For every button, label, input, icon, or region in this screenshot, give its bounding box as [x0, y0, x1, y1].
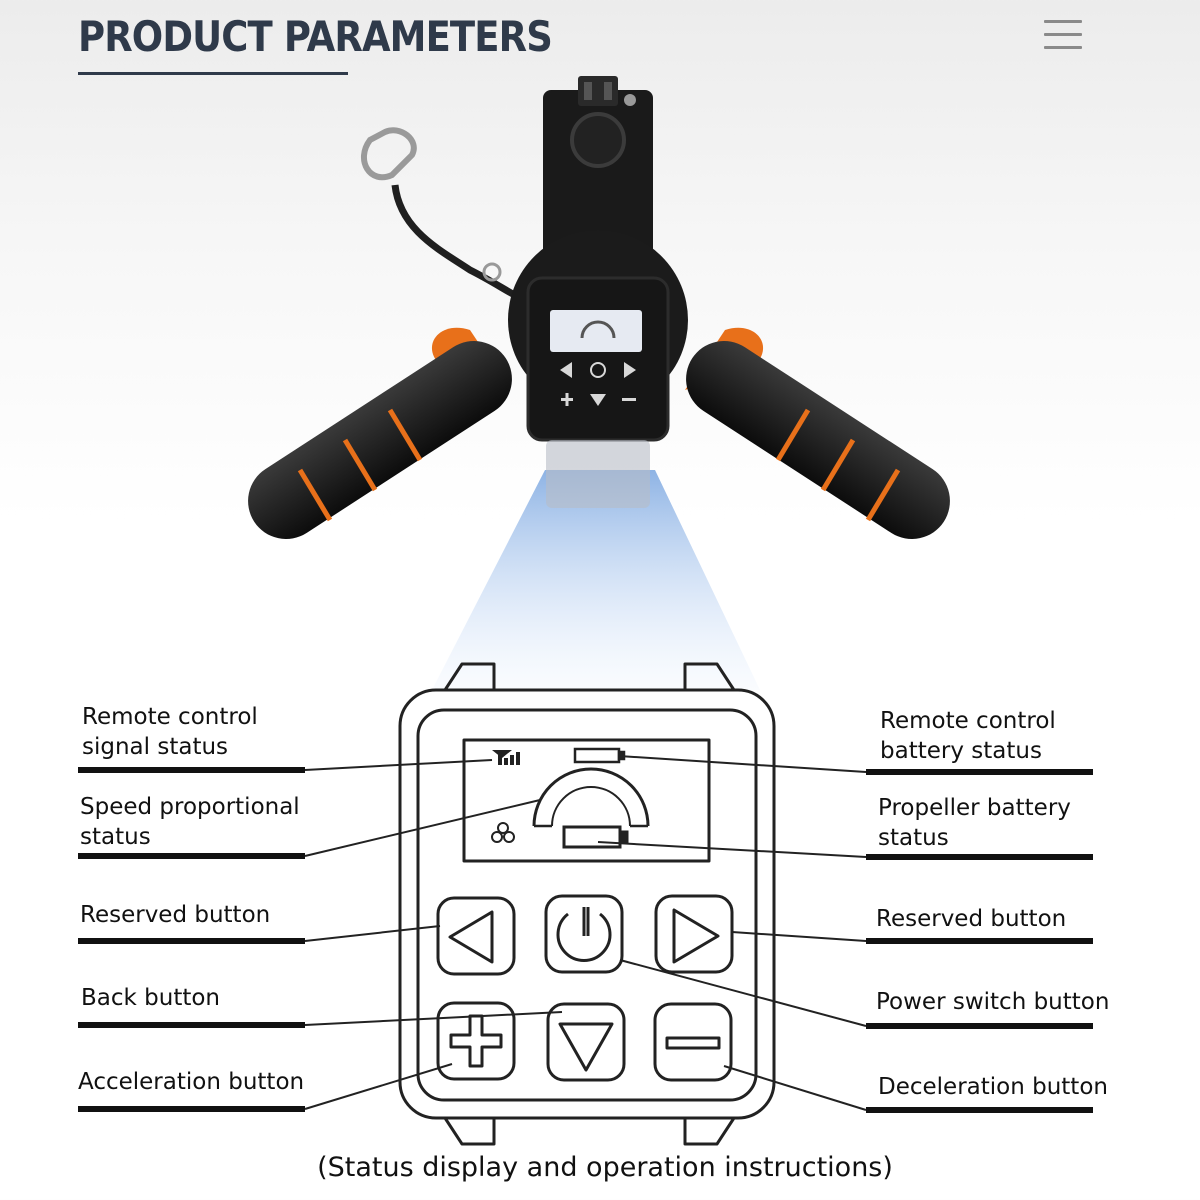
speed-arc	[532, 767, 650, 827]
carabiner	[361, 127, 417, 181]
deceleration-button[interactable]	[653, 1002, 733, 1082]
label-line: Propeller battery	[878, 795, 1071, 821]
label-speed-status: Speed proportional status	[80, 792, 300, 852]
leader-power	[619, 959, 867, 1027]
arrow-right-icon	[672, 908, 720, 964]
label-signal-status: Remote control signal status	[82, 702, 258, 762]
back-button[interactable]	[546, 1002, 626, 1082]
leader-propeller-battery	[597, 841, 867, 858]
label-back-button: Back button	[81, 985, 221, 1011]
leader-reserved-right	[731, 931, 867, 942]
plus-icon	[449, 1014, 503, 1068]
arrow-down-icon	[558, 1022, 614, 1072]
menu-icon-bar	[1044, 33, 1082, 36]
leader-signal	[304, 759, 493, 771]
mount-bracket	[543, 90, 653, 260]
product-photo	[248, 76, 950, 690]
label-line: battery status	[880, 738, 1042, 764]
leader-reserved-left	[304, 925, 441, 942]
signal-bars-icon	[492, 750, 520, 765]
power-switch-button[interactable]	[544, 894, 624, 974]
power-icon	[556, 912, 612, 962]
remote-inner-case	[416, 708, 758, 1102]
battery-icon	[562, 825, 629, 849]
arrow-left-icon	[448, 910, 494, 964]
page-title: PRODUCT PARAMETERS	[78, 12, 553, 61]
menu-button[interactable]	[1040, 18, 1084, 54]
menu-icon	[1044, 20, 1082, 23]
label-reserved-left: Reserved button	[80, 902, 271, 928]
reserved-right-button[interactable]	[654, 894, 734, 974]
label-line: status	[878, 825, 949, 851]
label-remote-battery: Remote control battery status	[880, 706, 1056, 766]
leader-acceleration	[304, 1063, 453, 1110]
status-screen	[462, 738, 711, 863]
minus-icon	[665, 1036, 721, 1050]
label-acceleration-button: Acceleration button	[78, 1069, 305, 1095]
acceleration-button[interactable]	[436, 1001, 516, 1081]
label-line: Speed proportional	[80, 794, 300, 820]
menu-icon-bar	[1044, 46, 1082, 49]
propeller-icon	[491, 822, 515, 843]
label-reserved-right: Reserved button	[876, 906, 1067, 932]
label-line: status	[80, 824, 151, 850]
right-grip	[685, 327, 950, 539]
title-underline	[78, 72, 348, 75]
label-line: Remote control	[880, 708, 1056, 734]
leader-deceleration	[723, 1065, 867, 1111]
light-beam	[432, 470, 760, 690]
leader-speed	[304, 799, 541, 857]
label-propeller-battery: Propeller battery status	[878, 793, 1071, 853]
left-grip	[248, 327, 512, 539]
label-line: Remote control	[82, 704, 258, 730]
battery-icon	[573, 747, 626, 764]
reserved-left-button[interactable]	[436, 896, 516, 976]
remote-outer-case	[398, 688, 776, 1120]
diagram-caption: (Status display and operation instructio…	[317, 1152, 893, 1183]
label-power-switch: Power switch button	[876, 989, 1110, 1015]
label-deceleration-button: Deceleration button	[878, 1074, 1108, 1100]
label-line: signal status	[82, 734, 229, 760]
lanyard	[391, 184, 522, 302]
leader-remote-battery	[618, 755, 867, 773]
leader-back	[304, 1011, 563, 1026]
